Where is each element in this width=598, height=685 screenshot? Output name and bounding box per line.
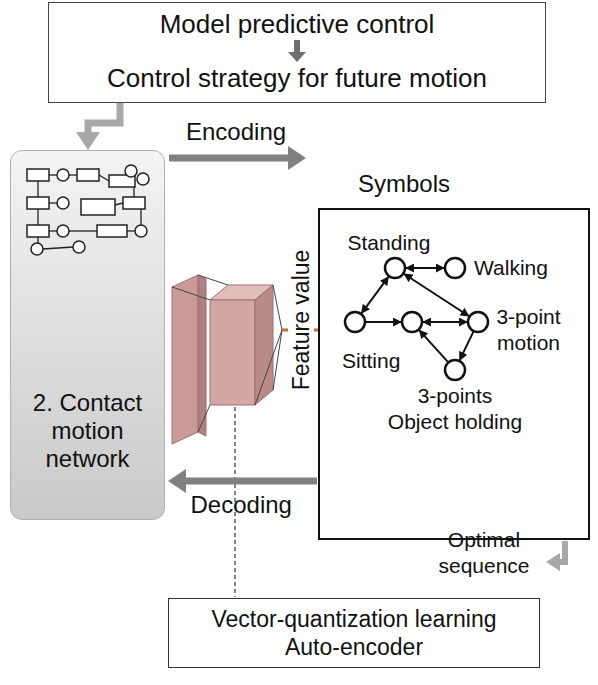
icon-link xyxy=(37,181,38,197)
connector-line xyxy=(294,40,300,53)
graph-arrow xyxy=(404,274,469,316)
encoder-slab-side xyxy=(198,275,206,436)
encoder-line xyxy=(273,330,282,390)
icon-node xyxy=(73,241,85,253)
encoder-line xyxy=(255,330,282,405)
icon-link xyxy=(43,247,73,249)
state-label: 3-points Object holding xyxy=(387,383,524,435)
icon-rect xyxy=(123,197,145,209)
graph-arrow xyxy=(460,332,474,360)
graph-arrow xyxy=(419,330,447,361)
connector xyxy=(169,146,306,170)
arrow-head xyxy=(76,132,100,150)
node-text: Control strategy for future motion xyxy=(57,63,537,93)
process-box: Model predictive controlControl strategy… xyxy=(48,2,546,103)
icon-link xyxy=(69,174,77,175)
icon-rect xyxy=(27,225,49,237)
state-circle xyxy=(445,360,465,380)
state-circle xyxy=(385,258,405,278)
connector xyxy=(168,469,317,493)
method-box: Vector-quantization learning Auto-encode… xyxy=(168,598,540,668)
state-circle xyxy=(445,258,465,278)
encoder-cube-side xyxy=(255,285,273,405)
state-circle xyxy=(345,312,365,332)
node-title: Symbols xyxy=(358,170,450,198)
arrow-head xyxy=(288,146,306,170)
graph-arrow xyxy=(406,267,444,269)
axis-label: Feature value xyxy=(288,247,314,394)
icon-link xyxy=(99,175,109,181)
state-circle xyxy=(402,312,422,332)
connector-line xyxy=(185,478,317,485)
icon-rect xyxy=(77,169,99,181)
internal-arrow xyxy=(288,40,306,62)
connector xyxy=(76,103,120,150)
symbols-box: Symbols xyxy=(318,208,590,540)
encoder-line xyxy=(198,405,210,432)
network-icon xyxy=(19,161,159,261)
icon-node xyxy=(57,197,69,209)
encoder-line xyxy=(172,287,210,300)
edge-label: Encoding xyxy=(186,118,286,146)
icon-node xyxy=(135,225,147,237)
encoder-line xyxy=(198,275,228,285)
icon-rect xyxy=(27,197,49,209)
edge-label: Decoding xyxy=(191,491,292,519)
icon-link xyxy=(49,202,57,203)
icon-link xyxy=(49,174,57,175)
output-arrow-head xyxy=(546,553,560,571)
icon-link xyxy=(133,187,134,197)
icon-link xyxy=(127,230,135,231)
state-label: Walking xyxy=(474,255,548,281)
icon-node xyxy=(31,243,43,255)
graph-arrow xyxy=(362,277,389,313)
icon-node xyxy=(137,173,149,185)
connector-line xyxy=(88,103,120,133)
icon-node xyxy=(57,169,69,181)
icon-rect xyxy=(27,169,49,181)
node-title: Vector-quantization learning Auto-encode… xyxy=(210,605,498,661)
icon-link xyxy=(140,209,141,225)
encoder-slab xyxy=(172,275,198,444)
state-circle xyxy=(468,312,488,332)
symbol-graph xyxy=(362,268,474,362)
arrow-head xyxy=(168,469,186,493)
icon-link xyxy=(49,230,57,231)
icon-rect xyxy=(81,199,115,215)
arrow-head xyxy=(288,52,306,62)
icon-link xyxy=(37,237,38,243)
encoder-cube-front xyxy=(210,300,255,405)
encoder-line xyxy=(273,285,282,330)
node-title: 2. Contact motion network xyxy=(17,389,158,473)
state-label: 3-point motion xyxy=(495,304,562,356)
graph-arrow xyxy=(423,321,467,323)
graph-arrow xyxy=(366,321,401,323)
icon-link xyxy=(115,203,123,205)
network-box: 2. Contact motion network xyxy=(10,150,165,520)
icon-link xyxy=(69,230,97,231)
state-label: Standing xyxy=(348,230,431,256)
state-label: Sitting xyxy=(342,348,400,374)
icon-node xyxy=(57,225,69,237)
node-title: Model predictive control xyxy=(57,9,537,39)
icon-node xyxy=(125,165,137,177)
state-label: Optimal sequence xyxy=(437,527,531,579)
icon-link xyxy=(37,209,38,225)
connector-line xyxy=(169,155,289,162)
icon-rect xyxy=(97,225,127,237)
